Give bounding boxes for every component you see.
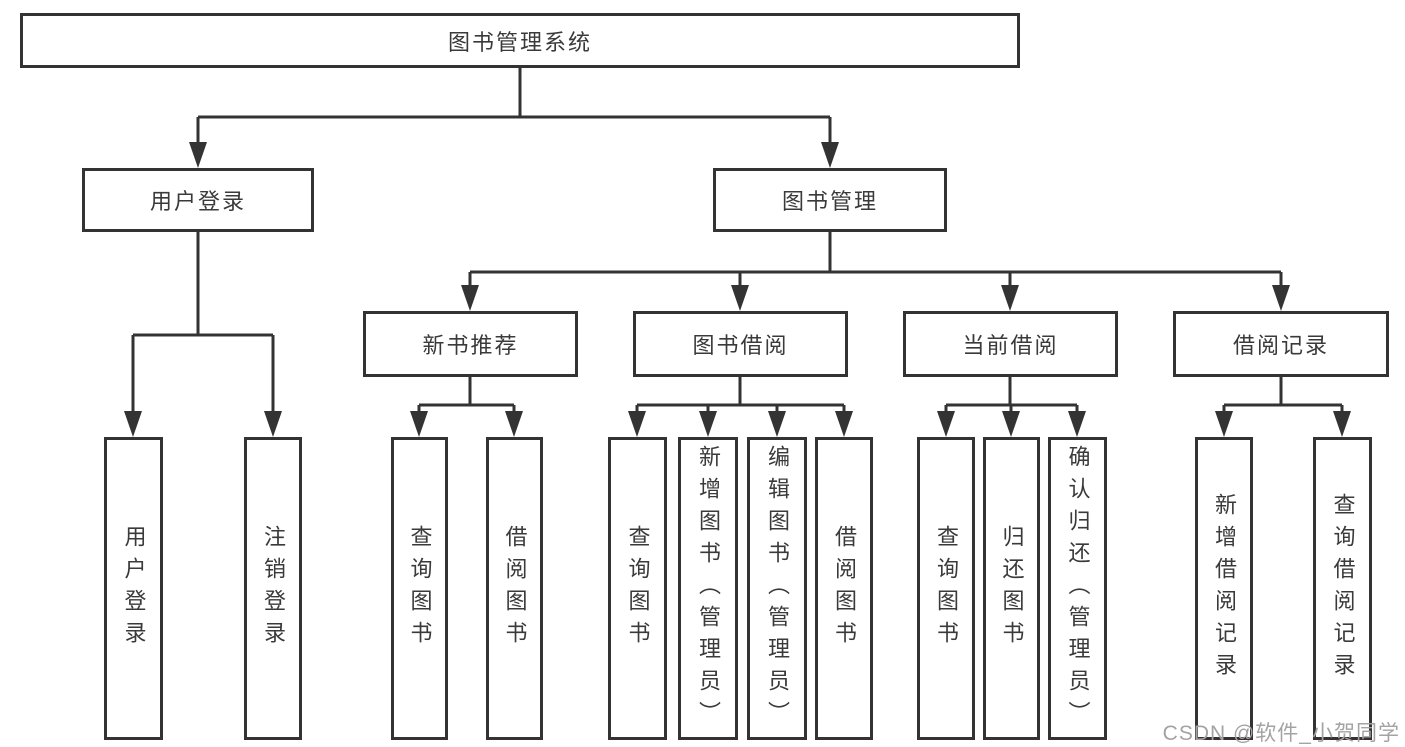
node-label: 当前借阅: [962, 333, 1059, 358]
node-label: 查询图书: [934, 524, 959, 653]
node-label: 新增借阅记录: [1212, 492, 1237, 685]
node-add-books-admin: 新增图书（管理员）: [678, 437, 738, 740]
node-logout: 注销登录: [244, 437, 302, 740]
node-query-borrow-record: 查询借阅记录: [1313, 437, 1372, 740]
node-label: 新增图书（管理员）: [696, 444, 721, 733]
node-return-books: 归还图书: [983, 437, 1040, 740]
node-label: 借阅图书: [832, 524, 857, 653]
node-query-books-borrowing: 查询图书: [608, 437, 667, 740]
node-label: 用户登录: [149, 189, 246, 214]
node-label: 确认归还（管理员）: [1065, 444, 1091, 733]
node-current-borrowing: 当前借阅: [903, 311, 1118, 377]
node-new-book-recommend: 新书推荐: [363, 311, 578, 377]
node-query-books-current: 查询图书: [917, 437, 975, 740]
node-book-management: 图书管理: [713, 168, 947, 232]
node-user-login-leaf: 用户登录: [104, 437, 163, 740]
node-borrow-books-recommend: 借阅图书: [486, 437, 543, 740]
node-library-management-system: 图书管理系统: [20, 13, 1020, 68]
node-label: 查询图书: [625, 524, 651, 653]
node-label: 借阅图书: [502, 524, 528, 653]
node-label: 注销登录: [261, 524, 286, 653]
node-label: 查询图书: [407, 524, 433, 653]
node-label: 查询借阅记录: [1330, 492, 1356, 685]
node-label: 新书推荐: [422, 333, 519, 358]
node-edit-books-admin: 编辑图书（管理员）: [747, 437, 807, 740]
node-label: 归还图书: [999, 524, 1025, 653]
node-query-books-recommend: 查询图书: [391, 437, 448, 740]
node-borrow-records: 借阅记录: [1173, 311, 1389, 377]
node-user-login: 用户登录: [82, 168, 314, 232]
node-label: 图书管理: [781, 189, 878, 214]
node-label: 用户登录: [121, 524, 147, 653]
node-confirm-return-admin: 确认归还（管理员）: [1048, 437, 1107, 740]
node-label: 图书借阅: [692, 333, 789, 358]
node-borrow-books-borrowing: 借阅图书: [815, 437, 873, 740]
node-label: 图书管理系统: [447, 29, 592, 55]
arrowhead-icons: [124, 142, 1351, 437]
node-book-borrowing: 图书借阅: [633, 311, 848, 377]
node-label: 编辑图书（管理员）: [765, 444, 790, 733]
node-label: 借阅记录: [1232, 333, 1329, 358]
csdn-watermark: CSDN @软件_小贺同学: [1162, 722, 1400, 745]
node-add-borrow-record: 新增借阅记录: [1195, 437, 1253, 740]
